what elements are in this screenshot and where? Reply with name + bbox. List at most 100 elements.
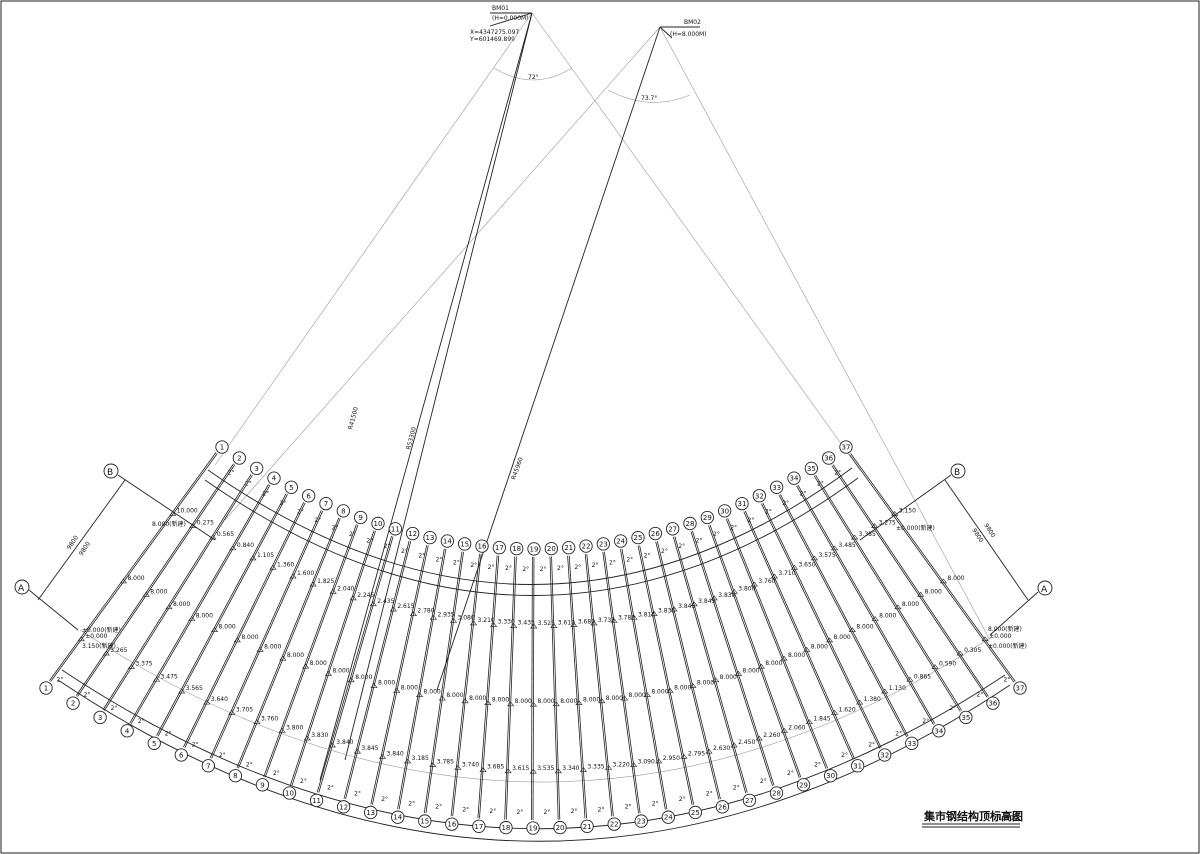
rib-angle-lower: 2° xyxy=(489,808,496,815)
elevation-upper: 3.485 xyxy=(839,542,856,549)
rib-angle-upper: 2° xyxy=(522,566,529,573)
rib-number-top: 1 xyxy=(220,444,224,452)
elevation-marker xyxy=(449,618,458,623)
elevation-mid: 8.000 xyxy=(332,667,349,674)
rib-line-inner xyxy=(236,517,340,768)
rib-angle-lower: 2° xyxy=(84,691,91,698)
rib-line xyxy=(762,502,882,748)
elevation-mid: 8.000 xyxy=(697,680,714,687)
rib-angle-lower: 2° xyxy=(814,761,821,768)
elevation-marker xyxy=(469,620,478,626)
elevation-mid: 8.000 xyxy=(583,697,600,704)
rib-angle-upper: 2° xyxy=(609,560,616,567)
elevation-marker xyxy=(734,670,743,676)
elevation-marker xyxy=(303,735,311,741)
rib-number-bottom: 27 xyxy=(745,797,754,805)
elevation-marker xyxy=(209,534,217,540)
rib-number-top: 33 xyxy=(772,484,781,492)
rib-bubble-top xyxy=(354,510,368,525)
rib-bubble-top xyxy=(770,480,784,494)
rib-bubble-top xyxy=(666,522,680,536)
rib-line xyxy=(674,536,748,793)
elevation-upper: 3.780 xyxy=(618,615,635,622)
rib-number-bottom: 1 xyxy=(44,685,48,693)
bm01-elevation: (H=0.000M) xyxy=(492,15,529,22)
elevation-marker xyxy=(415,692,424,697)
rib-angle-upper: 2° xyxy=(540,566,547,573)
elevation-upper: 3.735 xyxy=(598,617,615,624)
rib-number-top: 2 xyxy=(237,455,241,463)
elevation-lower: 2.630 xyxy=(713,745,730,752)
elevation-lower: 3.220 xyxy=(613,762,630,769)
rib-line xyxy=(709,524,802,778)
bm01-angle: 72° xyxy=(528,74,539,81)
rib-bubble-bottom xyxy=(147,736,161,750)
rib-number-bottom: 37 xyxy=(1016,685,1025,693)
rib-bubble-top xyxy=(614,534,628,548)
rib-bubble-bottom xyxy=(282,786,297,800)
elevation-marker xyxy=(278,727,286,733)
rib-bubble-top xyxy=(510,541,524,556)
rib-line-inner xyxy=(504,556,516,820)
rib-bubble-bottom xyxy=(336,800,351,814)
elevation-lower: 3.705 xyxy=(236,706,253,713)
rib-line-inner xyxy=(690,531,773,786)
elevation-upper: 3.815 xyxy=(638,611,655,618)
elevation-mid: 8.000 xyxy=(606,695,623,702)
elevation-upper: 3.385 xyxy=(859,531,876,538)
elevation-marker xyxy=(119,578,128,584)
rib-line xyxy=(505,556,517,820)
rib-bubble-top xyxy=(388,522,402,536)
elevation-marker xyxy=(871,616,879,621)
rib-angle-upper: 2° xyxy=(661,548,668,555)
rib-angle-upper: 2° xyxy=(574,564,581,571)
rib-line-inner xyxy=(849,454,1015,683)
radius-label-1: R41500 xyxy=(347,406,360,430)
elevation-upper: 1.600 xyxy=(297,570,314,577)
elevation-marker xyxy=(279,655,287,661)
elevation-upper: 3.760 xyxy=(758,578,775,585)
rib-angle-upper: 2° xyxy=(366,538,373,545)
elevation-upper: 3.680 xyxy=(578,619,595,626)
elevation-lower: 1.130 xyxy=(889,685,906,692)
rib-number-bottom: 28 xyxy=(772,790,781,798)
elevation-upper: 2.780 xyxy=(417,608,434,615)
rib-bubble-bottom xyxy=(661,810,675,824)
elevation-marker xyxy=(805,719,814,725)
elevation-marker xyxy=(329,588,337,594)
rib-line xyxy=(656,541,721,800)
rib-angle-upper: 2° xyxy=(488,564,495,571)
rib-angle-lower: 2° xyxy=(273,770,280,777)
rib-line-inner xyxy=(209,510,322,758)
note-left-bottom: ±0.000(新建) xyxy=(82,626,121,634)
rib-line xyxy=(621,548,668,810)
rib-line-inner xyxy=(567,555,586,819)
rib-number-bottom: 21 xyxy=(583,823,592,831)
rib-number-bottom: 36 xyxy=(988,700,997,708)
rib-angle-upper: 2° xyxy=(817,480,824,487)
rib-number-bottom: 8 xyxy=(233,772,237,780)
elevation-upper: 3.150 xyxy=(899,507,916,514)
elevation-marker xyxy=(347,677,355,683)
rib-number-top: 16 xyxy=(478,543,487,551)
rib-angle-lower: 2° xyxy=(571,808,578,815)
rib-bubble-bottom xyxy=(715,800,730,814)
elevation-marker xyxy=(705,748,713,754)
bm02-name: BM02 xyxy=(684,19,701,26)
elevation-upper: 3.800 xyxy=(738,585,755,592)
elevation-marker xyxy=(378,753,387,759)
elevation-upper: 3.210 xyxy=(478,617,495,624)
rib-number-bottom: 16 xyxy=(447,821,456,829)
elevation-marker xyxy=(188,616,196,621)
rib-angle-upper: 2° xyxy=(626,556,633,563)
elevation-marker xyxy=(770,573,778,579)
elevation-marker xyxy=(550,623,558,629)
rib-line xyxy=(104,474,253,711)
elevation-upper: 3.835 xyxy=(658,608,675,615)
rib-bubble-top xyxy=(302,489,316,503)
elevation-marker xyxy=(630,614,638,620)
rib-bubble-bottom xyxy=(472,819,486,833)
elevation-marker xyxy=(931,664,939,669)
rib-number-bottom: 35 xyxy=(961,714,970,722)
rib-line xyxy=(727,518,829,769)
